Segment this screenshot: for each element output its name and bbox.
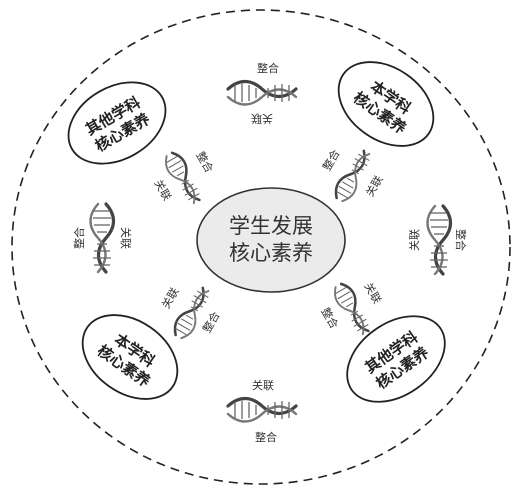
connector-diag-bottom-left-label-b: 整合 <box>199 309 222 335</box>
dna-helix-icon <box>88 202 116 274</box>
connector-bottom: 关联 整合 <box>226 378 298 444</box>
dna-helix-icon <box>226 396 298 424</box>
connector-diag-bottom-left-label-a: 关联 <box>158 285 181 311</box>
connector-right-label-b: 整合 <box>454 229 468 251</box>
oval-bottom-right: 其他学科 核心素养 <box>346 315 446 403</box>
connector-left-label-a: 整合 <box>72 227 86 249</box>
connector-diag-bottom-right-label-b: 关联 <box>361 280 384 306</box>
connector-diag-bottom-left: 关联 整合 <box>158 283 223 343</box>
connector-right-label-a: 关联 <box>407 229 421 251</box>
connector-top-label-a: 整合 <box>257 61 279 75</box>
connector-diag-top-right: 整合 关联 <box>319 146 386 206</box>
connector-diag-top-right-label-a: 整合 <box>319 147 342 173</box>
connector-diag-top-left-label-a: 关联 <box>151 177 174 203</box>
center-line2: 核心素养 <box>229 241 313 265</box>
connector-left-label-b: 关联 <box>119 227 133 249</box>
connector-bottom-label-b: 整合 <box>255 430 277 444</box>
center-node: 学生发展 核心素养 <box>196 187 346 293</box>
outer-boundary <box>11 9 511 485</box>
dna-helix-icon <box>425 204 453 276</box>
oval-bottom-left: 本学科 核心素养 <box>81 314 179 400</box>
connector-diag-top-left: 关联 整合 <box>151 148 217 208</box>
connector-top-label-b: 关联 <box>251 112 273 126</box>
connector-top: 整合 关联 <box>226 61 298 126</box>
connector-bottom-label-a: 关联 <box>252 378 274 392</box>
oval-top-left: 其他学科 核心素养 <box>67 81 167 165</box>
oval-top-right: 本学科 核心素养 <box>337 61 435 147</box>
connector-left: 整合 关联 <box>72 202 133 274</box>
connector-diag-top-right-label-b: 关联 <box>362 173 385 199</box>
center-line1: 学生发展 <box>229 214 313 238</box>
connector-diag-top-left-label-b: 整合 <box>193 149 216 175</box>
connector-right: 关联 整合 <box>407 204 468 276</box>
dna-helix-icon <box>226 79 298 107</box>
connector-diag-bottom-right-label-a: 整合 <box>318 305 341 331</box>
connector-diag-bottom-right: 整合 关联 <box>318 279 385 339</box>
